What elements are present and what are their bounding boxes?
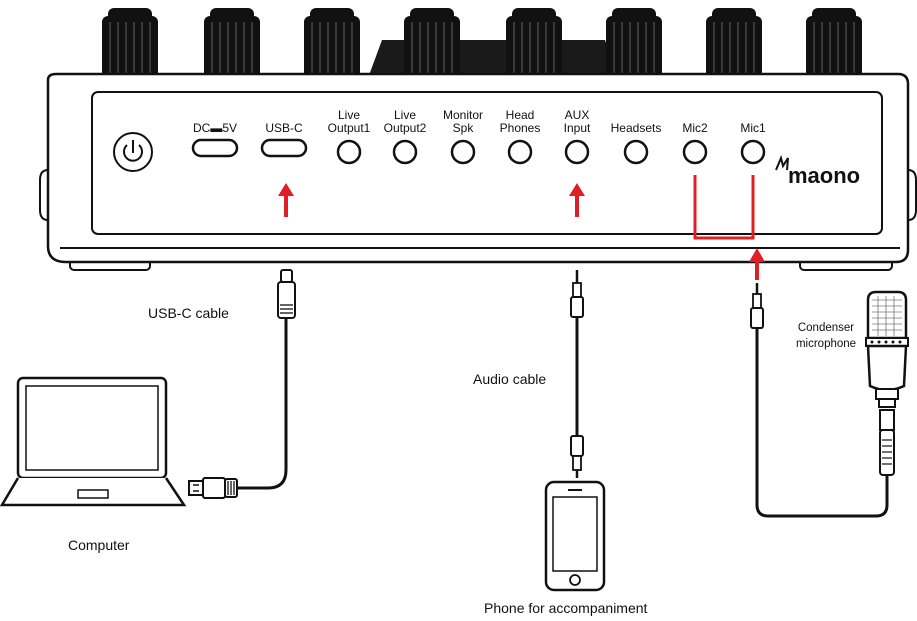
knob-row [102, 8, 862, 88]
audio-cable [570, 270, 584, 478]
jack-port-icon [740, 139, 766, 165]
phone-icon [544, 480, 606, 592]
jack-port-icon [623, 139, 649, 165]
knob-7 [706, 8, 762, 88]
knob-4 [404, 8, 460, 88]
jack-port-icon [507, 139, 533, 165]
jack-port-icon [336, 139, 362, 165]
front-panel [91, 91, 883, 235]
mic-cable [750, 283, 895, 518]
power-icon [113, 132, 153, 172]
knob-5 [506, 8, 562, 88]
arrow-aux [569, 183, 585, 217]
headsets-label: Headsets [611, 121, 662, 135]
knob-3 [304, 8, 360, 88]
mic1-label: Mic1 [740, 121, 766, 135]
arrow-usbc [278, 183, 294, 217]
usbc-port-icon [191, 138, 239, 158]
jack-port-icon [392, 139, 418, 165]
dc-symbol: ▬ [210, 121, 222, 135]
jack-port-icon [682, 139, 708, 165]
usbc-cable [188, 269, 296, 499]
phone-label: Phone for accompaniment [484, 600, 648, 616]
usbc-port-label: USB-C [265, 121, 303, 135]
usb-cable-label: USB-C cable [148, 305, 229, 321]
dc-port-label: DC▬5V [193, 121, 237, 135]
arrow-mic [749, 248, 765, 280]
microphone-icon [865, 290, 909, 408]
red-indicators [278, 175, 765, 280]
laptop-icon [0, 376, 187, 507]
usbc-port-icon [260, 138, 308, 158]
mic2-label: Mic2 [682, 121, 708, 135]
knob-1 [102, 8, 158, 88]
knob-8 [806, 8, 862, 88]
computer-label: Computer [68, 537, 130, 553]
jack-port-icon [450, 139, 476, 165]
knob-2 [204, 8, 260, 88]
brand-logo: maono [775, 154, 860, 188]
audio-cable-label: Audio cable [473, 371, 546, 387]
dc-label-prefix: DC [193, 121, 211, 135]
brand-name: maono [788, 163, 860, 188]
jack-port-icon [564, 139, 590, 165]
dc-label-suffix: 5V [222, 121, 237, 135]
knob-6 [606, 8, 662, 88]
mic-bracket [693, 175, 755, 240]
